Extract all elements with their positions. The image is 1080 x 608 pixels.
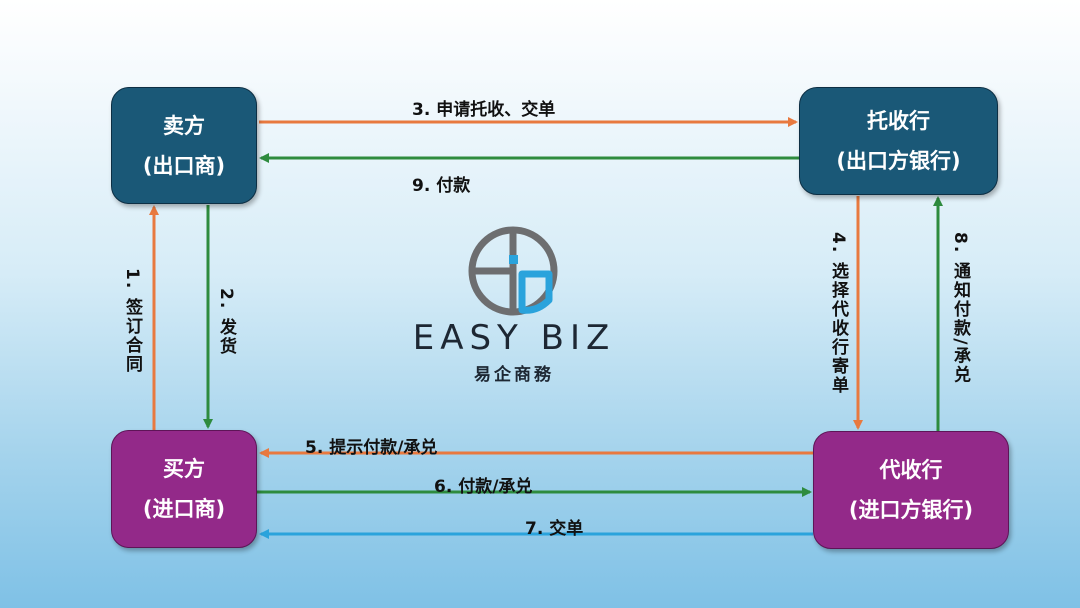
- seller-node: 卖方 (出口商): [111, 87, 257, 204]
- seller-subtitle: (出口商): [142, 153, 226, 178]
- step-6-label: 6. 付款/承兑: [434, 477, 533, 497]
- presenting-bank-title: 代收行: [879, 458, 943, 482]
- step-9-label: 9. 付款: [412, 176, 471, 196]
- collecting-bank-title: 托收行: [867, 109, 930, 133]
- step-4-label: 4. 选择代收行寄单: [828, 232, 848, 396]
- logo-wordmark: EASY BIZ: [412, 318, 616, 358]
- step-5-label: 5. 提示付款/承兑: [305, 438, 438, 458]
- step-7-label: 7. 交单: [525, 519, 584, 539]
- step-1-label: 1. 签订合同: [122, 268, 142, 375]
- buyer-title: 买方: [163, 457, 205, 481]
- presenting-bank-subtitle: (进口方银行): [848, 498, 974, 522]
- step-8-label: 8. 通知付款/承兑: [950, 232, 970, 385]
- seller-title: 卖方: [163, 113, 205, 138]
- step-3-label: 3. 申请托收、交单: [412, 100, 556, 120]
- logo-subtitle: 易企商務: [474, 365, 554, 385]
- buyer-node: 买方 (进口商): [111, 430, 257, 548]
- step-2-label: 2. 发货: [216, 288, 236, 357]
- collecting-bank-node: 托收行 (出口方银行): [799, 87, 998, 195]
- presenting-bank-node: 代收行 (进口方银行): [813, 431, 1009, 549]
- buyer-subtitle: (进口商): [142, 497, 226, 521]
- easy-biz-logo-icon: [468, 226, 558, 316]
- collecting-bank-subtitle: (出口方银行): [836, 149, 961, 173]
